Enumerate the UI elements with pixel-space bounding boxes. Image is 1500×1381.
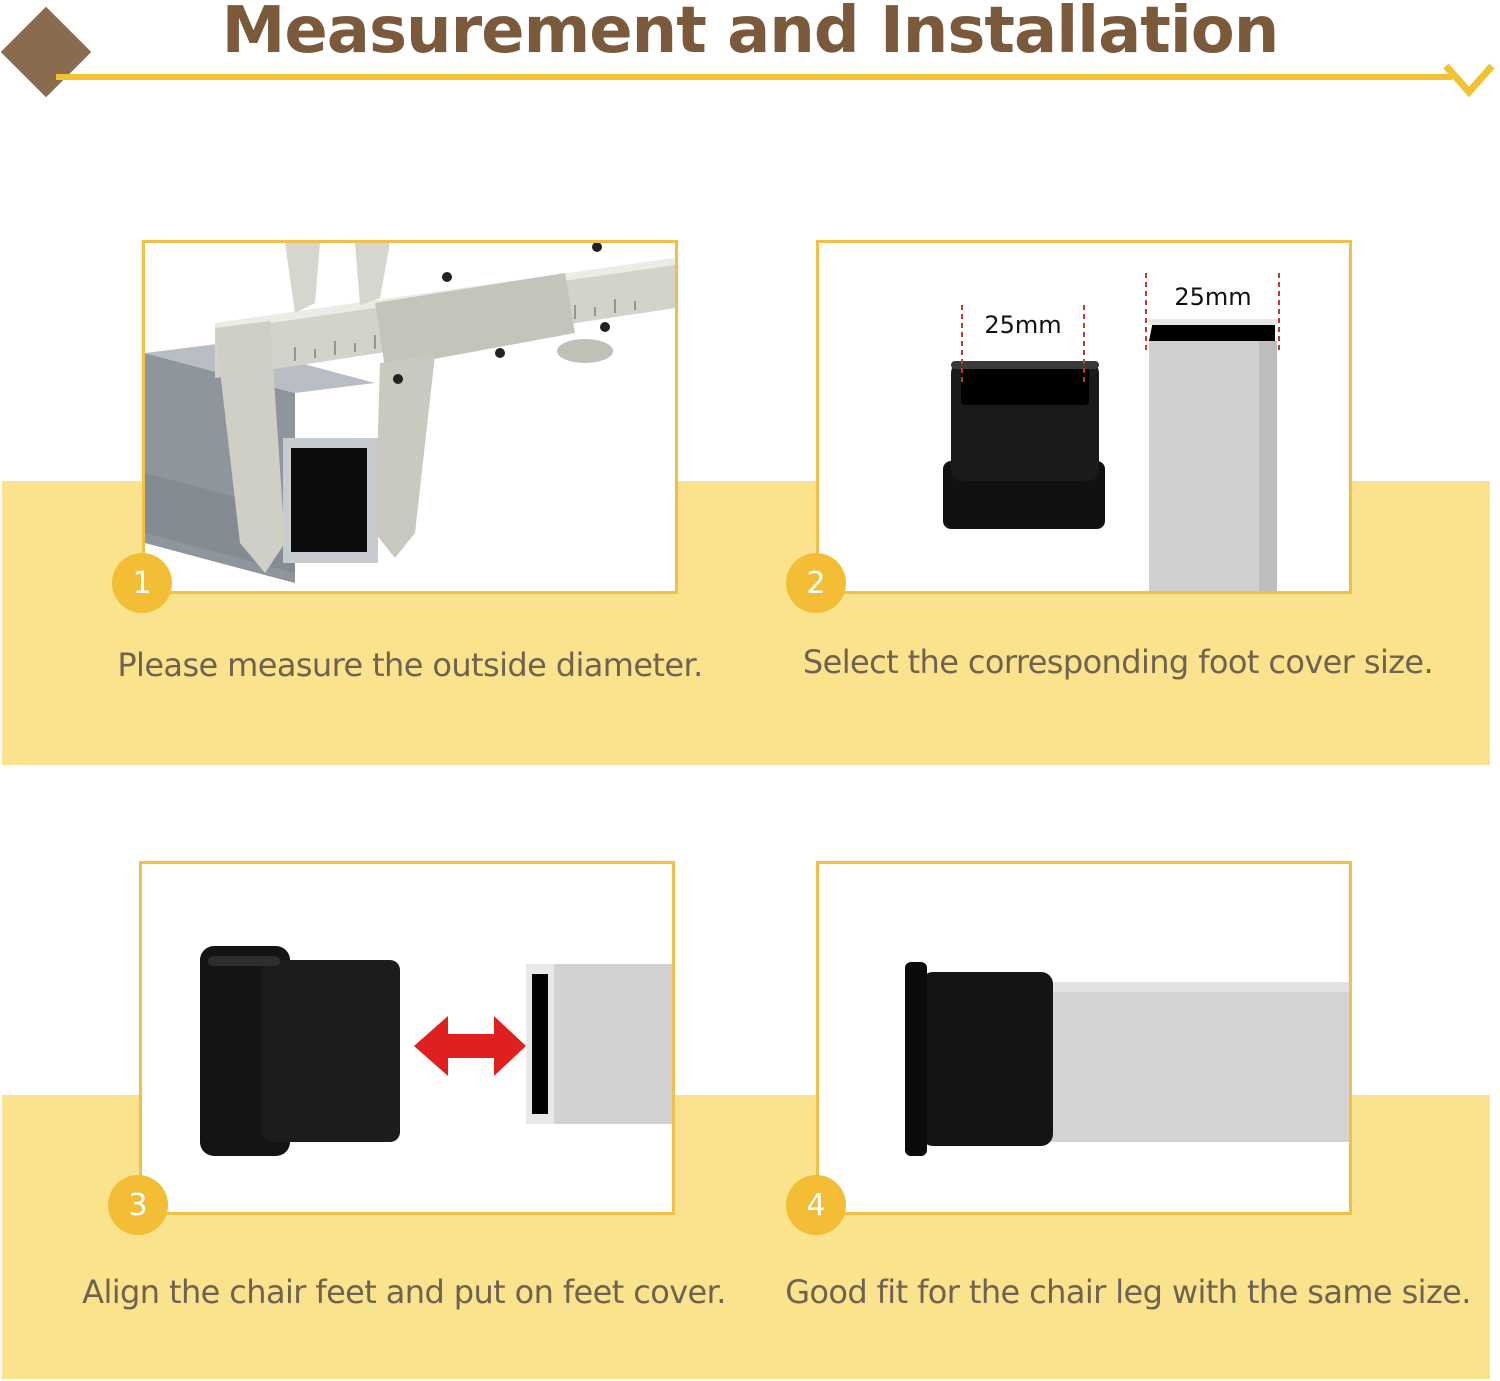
chevron-down-icon [1443, 63, 1495, 98]
caliper-measuring-tube-illustration [145, 243, 675, 583]
step-3-badge: 3 [108, 1175, 168, 1235]
cover-and-tube-size-illustration: 25mm 25mm [943, 273, 1280, 591]
cover-size-label: 25mm [984, 311, 1061, 339]
step-1-image-panel [142, 240, 678, 594]
page-title: Measurement and Installation [221, 0, 1280, 68]
step-2-caption: Select the corresponding foot cover size… [802, 643, 1434, 681]
cover-installed-illustration [905, 962, 1349, 1156]
step-4-badge: 4 [786, 1175, 846, 1235]
step-3-image-panel [139, 861, 675, 1215]
header-underline [56, 74, 1452, 80]
step-2-image-panel: 25mm 25mm [816, 240, 1352, 594]
step-3-caption: Align the chair feet and put on feet cov… [82, 1273, 726, 1311]
step-4-image-panel [816, 861, 1352, 1215]
step-4-caption: Good fit for the chair leg with the same… [785, 1273, 1471, 1311]
cover-alignment-illustration [200, 946, 672, 1156]
step-1-caption: Please measure the outside diameter. [117, 646, 703, 684]
step-2-badge: 2 [786, 553, 846, 613]
step-1-badge: 1 [112, 553, 172, 613]
tube-size-label: 25mm [1174, 283, 1251, 311]
